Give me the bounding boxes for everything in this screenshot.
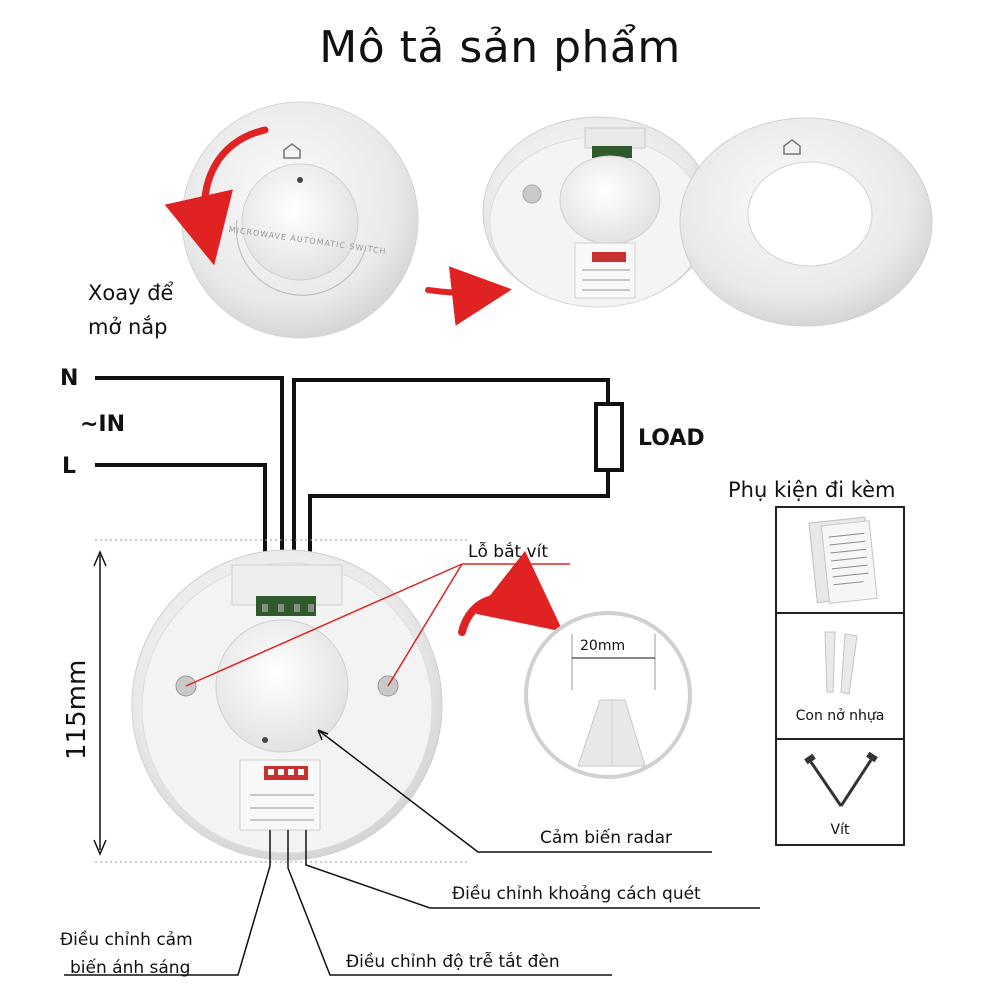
rotate-instruction: Xoay để mở nắp — [88, 276, 173, 344]
delay-label: Điều chỉnh độ trễ tắt đèn — [346, 952, 560, 972]
dimension-line-115mm — [93, 550, 107, 856]
load-label: LOAD — [638, 426, 705, 451]
radar-sensor-label: Cảm biến radar — [540, 828, 673, 848]
plastic-anchor-label: Con nở nhựa — [795, 708, 885, 724]
rotate-arrow-icon — [164, 126, 269, 266]
screw-hole-label: Lỗ bắt vít — [468, 542, 549, 562]
accessories-title: Phụ kiện đi kèm — [728, 478, 896, 502]
page-title: Mô tả sản phẩm — [319, 22, 681, 73]
anchor-width-label: 20mm — [580, 638, 626, 654]
diameter-label: 115mm — [62, 659, 92, 760]
detail-arrow-icon — [458, 550, 564, 636]
wire-n-label: N — [60, 366, 79, 391]
wire-l-label: L — [62, 454, 77, 479]
detector-closed-image — [181, 101, 419, 339]
next-step-arrow-icon — [425, 266, 512, 326]
light-sensor-line1: Điều chỉnh cảm — [60, 930, 193, 950]
rotate-instruction-line1: Xoay để — [88, 281, 174, 305]
scan-distance-callout — [305, 830, 760, 909]
anchor-detail-image — [524, 611, 692, 779]
rotate-instruction-line2: mở nắp — [88, 315, 168, 339]
accessories-box: Con nở nhựa Vít — [775, 506, 905, 846]
detector-main-image — [131, 549, 443, 861]
radar-sensor-callout — [317, 729, 712, 853]
screw-label: Vít — [830, 822, 850, 838]
wire-in-label: ~IN — [80, 412, 126, 437]
scan-distance-label: Điều chỉnh khoảng cách quét — [452, 884, 701, 904]
screw-image — [804, 751, 878, 807]
accessory-manual — [777, 508, 903, 614]
plastic-anchor-image — [824, 631, 858, 695]
light-sensor-line2: biến ánh sáng — [70, 958, 191, 978]
load-symbol — [594, 402, 624, 472]
delay-callout — [287, 830, 612, 976]
accessory-plastic-anchor: Con nở nhựa — [777, 614, 903, 740]
light-sensor-label: Điều chỉnh cảm biến ánh sáng — [60, 926, 193, 982]
detector-cover-image — [679, 117, 933, 327]
light-sensor-callout — [64, 830, 271, 976]
detector-opened-image — [482, 116, 714, 308]
accessory-screw: Vít — [777, 740, 903, 846]
manual-image — [808, 516, 878, 604]
